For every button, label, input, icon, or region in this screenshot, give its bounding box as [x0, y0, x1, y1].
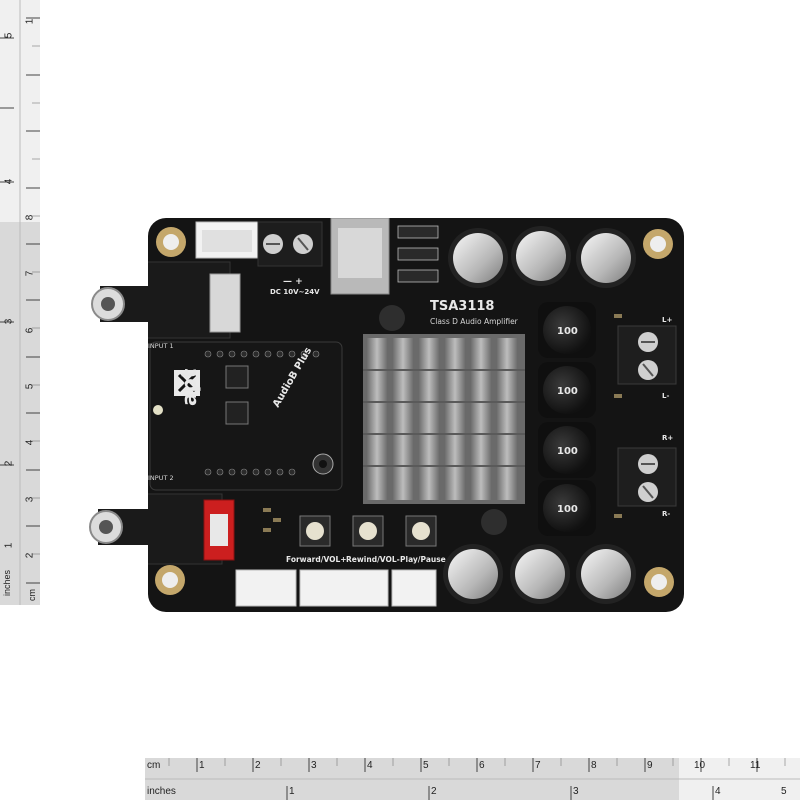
- ruler-cm-label-6: 6: [479, 760, 485, 771]
- ruler-cm-label-2: 2: [255, 760, 261, 771]
- ruler-cm-label-9: 9: [647, 760, 653, 771]
- inductors: [538, 302, 596, 536]
- bottom-capacitors: [443, 544, 636, 604]
- ruler-inch-label-1: 1: [289, 786, 295, 797]
- chip-subtitle: Class D Audio Amplifier: [430, 317, 519, 326]
- inductor-value-2: 100: [557, 386, 578, 397]
- inductor-value-1: 100: [557, 326, 578, 337]
- cm-ticks: [196, 758, 758, 772]
- rca-barrel-2: [88, 503, 150, 551]
- ruler-inch-label-4: 4: [715, 786, 721, 797]
- tact-button-icons: [299, 515, 437, 547]
- button-play-label: Play/Pause: [400, 555, 446, 564]
- ruler-inch-1: 1: [3, 542, 15, 549]
- ruler-cm-3: 3: [24, 496, 36, 503]
- ruler-inch-label-3: 3: [573, 786, 579, 797]
- ruler-inch-4: 4: [3, 178, 15, 185]
- button-forward-label: Forward/VOL+: [286, 555, 347, 564]
- output-left-minus: L-: [662, 392, 669, 400]
- rca-barrel-1: [90, 280, 150, 328]
- ruler-cm-5: 5: [24, 383, 36, 390]
- ruler-inch-label-5: 5: [781, 786, 787, 797]
- ruler-cm-label-4: 4: [367, 760, 373, 771]
- top-capacitors: [448, 226, 636, 288]
- status-led-icon: [153, 405, 163, 415]
- inductor-value-3: 100: [557, 446, 578, 457]
- ruler-cm-8: 8: [24, 214, 36, 221]
- ruler-cm-label-8: 8: [591, 760, 597, 771]
- ruler-cm-label-1: 1: [199, 760, 205, 771]
- amplifier-board-graphic: TSA3118 Class D Audio Amplifier DC 10V~2…: [145, 217, 684, 612]
- inductor-value-4: 100: [557, 504, 578, 515]
- module-brand: apt: [177, 368, 201, 406]
- amplifier-board: TSA3118 Class D Audio Amplifier DC 10V~2…: [145, 217, 684, 612]
- ruler-inch-5: 5: [3, 32, 15, 39]
- vertical-ruler: 5 4 3 2 1 8 7 6 5 4 3 2 1 inches cm: [0, 0, 40, 605]
- output-left-plus: L+: [662, 316, 672, 324]
- ruler-cm-1: 1: [24, 18, 36, 25]
- button-rewind-label: Rewind/VOL-: [346, 555, 400, 564]
- output-right-minus: R-: [662, 510, 670, 518]
- ruler-unit-cm-vertical: cm: [27, 589, 37, 601]
- ruler-cm-2: 2: [24, 552, 36, 559]
- input-2-label: INPUT 2: [148, 474, 174, 482]
- horizontal-ruler: cm 1 2 3 4 5 6 7 8 9 10 11 inches 1 2 3 …: [145, 758, 800, 800]
- ruler-cm-7: 7: [24, 270, 36, 277]
- bottom-jst-connector-3: [391, 569, 437, 607]
- ruler-cm-label-3: 3: [311, 760, 317, 771]
- inch-ticks: [286, 786, 714, 800]
- power-label: DC 10V~24V: [270, 288, 320, 296]
- ruler-cm-label-10: 10: [694, 760, 706, 771]
- ruler-cm-4: 4: [24, 439, 36, 446]
- ruler-inch-3: 3: [3, 318, 15, 325]
- ruler-cm-label-11: 11: [750, 760, 761, 771]
- ruler-unit-inches-horizontal: inches: [147, 786, 176, 797]
- ruler-unit-cm-horizontal: cm: [147, 760, 161, 771]
- vertical-ruler-graphic: [0, 0, 40, 605]
- ruler-inch-2: 2: [3, 460, 15, 467]
- bottom-jst-connector-1: [235, 569, 297, 607]
- ruler-cm-label-7: 7: [535, 760, 541, 771]
- chip-title: TSA3118: [430, 299, 494, 314]
- horizontal-ruler-graphic: [145, 758, 800, 800]
- ruler-inch-label-2: 2: [431, 786, 437, 797]
- mounting-hole-icons: [155, 227, 674, 597]
- ruler-cm-label-5: 5: [423, 760, 429, 771]
- ruler-unit-inches-vertical: inches: [2, 569, 13, 597]
- output-right-plus: R+: [662, 434, 673, 442]
- bottom-jst-connector-2: [299, 569, 389, 607]
- ruler-cm-6: 6: [24, 327, 36, 334]
- input-1-label: INPUT 1: [148, 342, 174, 350]
- polarity-label: — +: [283, 277, 303, 287]
